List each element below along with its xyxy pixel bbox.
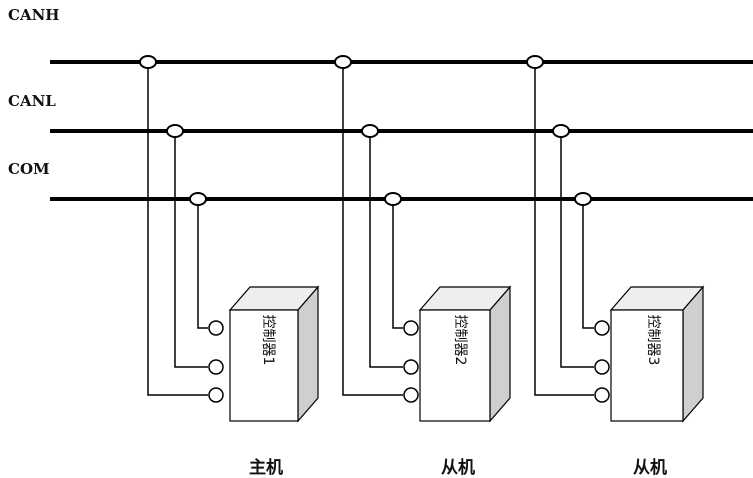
device-2-label: 控制器2 bbox=[452, 314, 468, 366]
device-3-terminals bbox=[594, 320, 610, 403]
node-2-wiring bbox=[342, 62, 403, 396]
canl-label: CANL bbox=[8, 92, 56, 110]
canh-label: CANH bbox=[8, 6, 60, 24]
device-2-role: 从机 bbox=[441, 458, 475, 478]
device-1-label: 控制器1 bbox=[260, 314, 276, 366]
bus-tap-points bbox=[139, 55, 592, 206]
device-3-role: 从机 bbox=[633, 458, 667, 478]
device-1-role: 主机 bbox=[249, 458, 283, 478]
device-1-terminals bbox=[208, 320, 224, 403]
controller-box-1 bbox=[228, 285, 320, 423]
node-1-wiring bbox=[147, 62, 208, 396]
controller-box-3 bbox=[609, 285, 705, 423]
device-2-terminals bbox=[403, 320, 419, 403]
node-3-wiring bbox=[534, 62, 594, 396]
controller-box-2 bbox=[418, 285, 512, 423]
device-3-label: 控制器3 bbox=[645, 314, 661, 366]
com-label: COM bbox=[8, 160, 50, 178]
